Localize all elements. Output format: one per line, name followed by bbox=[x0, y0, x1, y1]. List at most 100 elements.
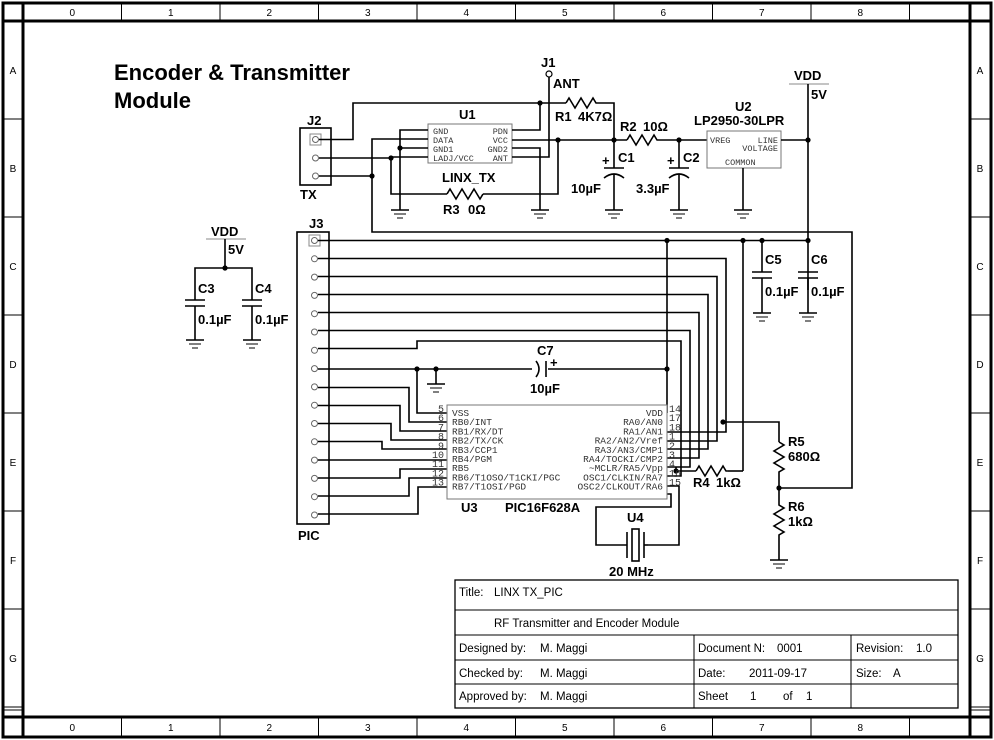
r6-ref: R6 bbox=[788, 499, 805, 514]
u1-pin-ladj: LADJ/VCC bbox=[433, 154, 474, 164]
capacitor-c1: + C1 10µF bbox=[571, 140, 635, 210]
column-marker-top: 8 bbox=[857, 8, 863, 19]
j3-pin bbox=[311, 401, 318, 409]
u2-pin-voltage: VOLTAGE bbox=[742, 144, 778, 154]
r4-value: 1kΩ bbox=[716, 475, 741, 490]
j3-pin bbox=[311, 420, 318, 427]
tb-of-label: of bbox=[783, 691, 793, 703]
tb-date-value: 2011-09-17 bbox=[749, 668, 807, 680]
j3-pin bbox=[311, 474, 318, 482]
u3-pin-number: 10 bbox=[432, 451, 444, 462]
tb-size-label: Size: bbox=[856, 668, 882, 680]
j3-pin bbox=[311, 365, 318, 373]
title-block: Title: LINX TX_PIC RF Transmitter and En… bbox=[454, 579, 959, 709]
r5-value: 680Ω bbox=[788, 449, 820, 464]
u2-ref: U2 bbox=[735, 99, 752, 114]
u2-pin-line: LINE bbox=[758, 136, 778, 146]
crystal-u4: U4 20 MHz bbox=[609, 510, 654, 579]
j3-pin bbox=[311, 255, 318, 263]
vdd-left-name: VDD bbox=[211, 224, 238, 239]
j3-ref: J3 bbox=[309, 216, 323, 231]
j3-pin bbox=[311, 328, 318, 336]
j3-pin bbox=[311, 438, 318, 446]
r1-ref: R1 bbox=[555, 109, 572, 124]
ground-icon bbox=[605, 209, 623, 219]
row-marker-left: F bbox=[10, 556, 16, 567]
u3-pin-number: 1 bbox=[669, 433, 675, 444]
c7-ref: C7 bbox=[537, 343, 554, 358]
tb-size-value: A bbox=[893, 668, 901, 680]
u3-pin-number: 4 bbox=[669, 460, 675, 471]
tb-description: RF Transmitter and Encoder Module bbox=[494, 618, 679, 630]
c7-value: 10µF bbox=[530, 381, 560, 396]
ground-icon bbox=[734, 209, 752, 219]
vdd-left-value: 5V bbox=[228, 242, 244, 257]
capacitor-c2: + C2 3.3µF bbox=[636, 140, 700, 210]
svg-text:+: + bbox=[602, 153, 610, 168]
u3-pin-name: RB1/RX/DT bbox=[452, 426, 504, 437]
tb-of-value: 1 bbox=[806, 691, 812, 703]
row-marker-left: B bbox=[10, 164, 17, 175]
ground-icon bbox=[753, 312, 771, 322]
column-marker-bottom: 4 bbox=[463, 723, 469, 734]
column-marker-bottom: 2 bbox=[266, 723, 272, 734]
u3-pin-number: 12 bbox=[432, 469, 444, 480]
r5-ref: R5 bbox=[788, 434, 805, 449]
tb-sheet-label: Sheet bbox=[698, 691, 729, 703]
column-marker-top: 3 bbox=[365, 8, 371, 19]
regulator-u2: VREG LINE VOLTAGE COMMON U2 LP2950-30LPR bbox=[694, 99, 808, 210]
ground-icon bbox=[391, 209, 409, 219]
u3-pin-number: 14 bbox=[669, 405, 681, 416]
capacitor-c5: C5 0.1µF bbox=[752, 252, 799, 313]
u2-pin-common: COMMON bbox=[725, 158, 756, 168]
ground-icon bbox=[770, 559, 788, 569]
connector-j3: J3 PIC bbox=[296, 216, 330, 543]
j2-label: TX bbox=[300, 187, 317, 202]
j2-pin-1 bbox=[312, 136, 319, 143]
c2-value: 3.3µF bbox=[636, 181, 670, 196]
column-marker-bottom: 8 bbox=[857, 723, 863, 734]
capacitor-c4: C4 0.1µF bbox=[242, 281, 289, 340]
u2-part: LP2950-30LPR bbox=[694, 113, 785, 128]
resistor-r2 bbox=[626, 133, 707, 147]
u3-pin-number: 18 bbox=[669, 423, 681, 434]
c5-ref: C5 bbox=[765, 252, 782, 267]
svg-text:+: + bbox=[550, 355, 558, 370]
ground-icon bbox=[186, 339, 204, 349]
wires-j3 bbox=[318, 239, 808, 546]
u3-pin-name: RB7/T1OSI/PGD bbox=[452, 482, 526, 493]
row-marker-left: E bbox=[10, 458, 17, 469]
column-marker-bottom: 6 bbox=[660, 723, 666, 734]
resistor-r1 bbox=[565, 96, 615, 140]
row-marker-right: D bbox=[976, 360, 983, 371]
vdd-top-name: VDD bbox=[794, 68, 821, 83]
u3-pin-number: 9 bbox=[438, 442, 444, 453]
c1-ref: C1 bbox=[618, 150, 635, 165]
ground-symbols bbox=[186, 209, 817, 569]
row-marker-left: G bbox=[9, 654, 17, 665]
j3-pin bbox=[311, 273, 318, 281]
svg-text:+: + bbox=[667, 153, 675, 168]
antenna-j1: J1 ANT bbox=[541, 55, 580, 91]
tb-approved-value: M. Maggi bbox=[540, 691, 587, 703]
ground-icon bbox=[799, 312, 817, 322]
u3-pin-name: RB4/PGM bbox=[452, 454, 492, 465]
capacitor-c3: C3 0.1µF bbox=[185, 281, 232, 340]
u3-pin-number: 13 bbox=[432, 479, 444, 490]
r6-value: 1kΩ bbox=[788, 514, 813, 529]
column-marker-top: 4 bbox=[463, 8, 469, 19]
ground-icon bbox=[531, 209, 549, 219]
u3-ref: U3 bbox=[461, 500, 478, 515]
u1-pin-vcc: VCC bbox=[493, 136, 508, 146]
vdd-top-value: 5V bbox=[811, 87, 827, 102]
u3-pin-name: RA3/AN3/CMP1 bbox=[595, 445, 664, 456]
j3-pin bbox=[311, 291, 318, 299]
row-marker-left: A bbox=[10, 66, 17, 77]
column-marker-bottom: 0 bbox=[69, 723, 75, 734]
column-marker-top: 1 bbox=[168, 8, 174, 19]
column-marker-bottom: 7 bbox=[759, 723, 765, 734]
u4-value: 20 MHz bbox=[609, 564, 654, 579]
